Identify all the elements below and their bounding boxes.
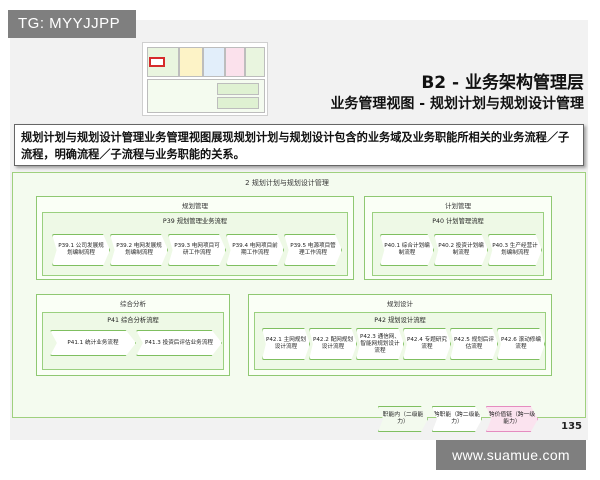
step-p39-2: P39.2 电网发展规划编制流程 [110,234,168,266]
thumb-block [179,47,203,77]
watermark: www.suamue.com [436,440,586,470]
page-subtitle: 业务管理视图 - 规划计划与规划设计管理 [330,96,584,112]
step-p39-1: P39.1 公司发展规划编制流程 [52,234,110,266]
step-p39-5: P39.5 电源项目管理工作流程 [284,234,342,266]
diagram-title: 2 规划计划与规划设计管理 [245,179,329,187]
step-p42-3: P42.3 通信网、智能网规划设计流程 [356,328,404,360]
legend-cross-function: 跨职能（跨二级能力） [432,406,482,432]
group-analysis-title: 综合分析 [120,300,146,308]
page-number: 135 [561,421,582,432]
step-p41-1: P41.1 统计业务流程 [50,330,136,356]
process-p40-label: P40 计划管理流程 [432,218,484,225]
step-p40-1: P40.1 综合计划编制流程 [380,234,434,266]
overview-thumbnail [142,42,268,116]
step-p42-5: P42.5 规划后评估流程 [450,328,498,360]
thumb-block [217,97,259,109]
step-p39-4: P39.4 电网项目前期工作流程 [226,234,284,266]
step-p42-4: P42.4 专题研究流程 [403,328,451,360]
legend-within-function: 职能内（二级能力） [378,406,428,432]
thumb-block [245,47,265,77]
thumb-block [217,83,259,95]
step-p41-3: P41.3 投资后评估业务流程 [136,330,222,356]
step-p40-3: P40.3 生产经营计划编制流程 [488,234,542,266]
thumb-block [203,47,225,77]
process-p41-label: P41 综合分析流程 [107,317,159,324]
group-design-title: 规划设计 [387,300,413,308]
step-p39-3: P39.3 电网项目可研工作流程 [168,234,226,266]
description-box: 规划计划与规划设计管理业务管理视图展现规划计划与规划设计包含的业务域及业务职能所… [14,124,584,166]
thumb-block [225,47,245,77]
group-plan-title: 计划管理 [445,202,471,210]
step-p40-2: P40.2 投资计划编制流程 [434,234,488,266]
channel-badge: TG: MYYJJPP [8,10,136,38]
step-p42-1: P42.1 主网规划设计流程 [262,328,310,360]
step-p42-2: P42.2 配网规划设计流程 [309,328,357,360]
step-p42-6: P42.6 滚动修编流程 [497,328,545,360]
group-planning-title: 规划管理 [182,202,208,210]
legend-cross-value-chain: 跨价值链（跨一级能力） [486,406,538,432]
process-p39-label: P39 规划管理业务流程 [162,218,228,225]
page-title: B2 - 业务架构管理层 [421,73,584,93]
thumb-highlight [149,57,165,67]
process-p42-label: P42 规划设计流程 [374,317,426,324]
